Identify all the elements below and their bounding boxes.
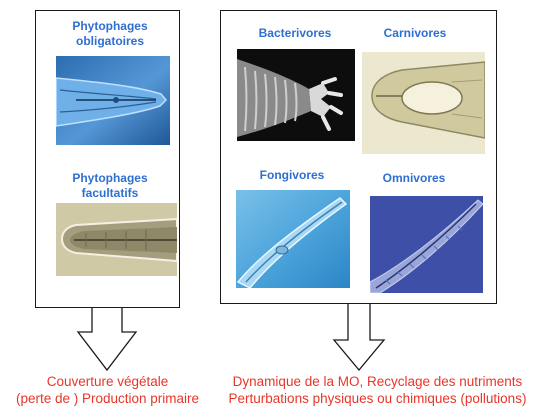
photo-omnivores [370, 196, 483, 293]
caption-right-line-1: Dynamique de la MO, Recyclage des nutrim… [232, 374, 523, 389]
caption-right-line-2: Perturbations physiques ou chimiques (po… [228, 391, 527, 406]
caption-left-line-1: Couverture végétale [46, 374, 169, 389]
caption-left-line-2: (perte de ) Production primaire [15, 391, 200, 406]
label-phytophages-obligatoires: Phytophages obligatoires [72, 19, 148, 48]
label-fongivores: Fongivores [259, 168, 325, 182]
photo-carnivores [362, 52, 485, 154]
label-bacterivores: Bacterivores [258, 26, 332, 40]
label-phytophages-facultatifs: Phytophages facultatifs [72, 171, 148, 200]
label-omnivores: Omnivores [382, 171, 446, 185]
label-carnivores: Carnivores [383, 26, 447, 40]
photo-phytophages-facultatifs [56, 203, 177, 276]
photo-phytophages-obligatoires [56, 56, 170, 145]
photo-fongivores [236, 190, 350, 288]
photo-bacterivores [237, 49, 355, 141]
